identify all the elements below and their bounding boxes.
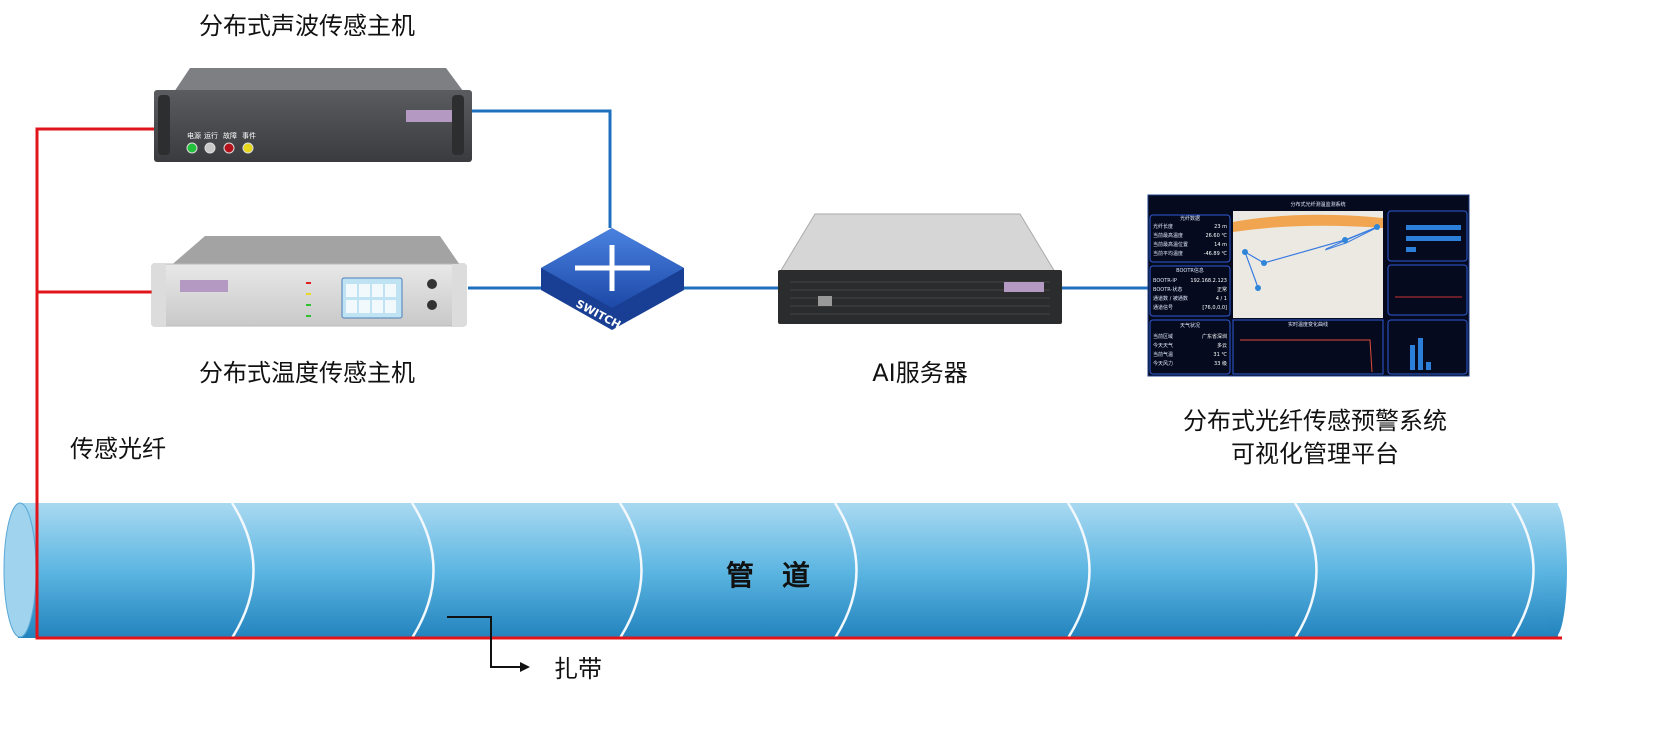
acoustic-sensing-host [154,68,472,162]
cable-tie-label: 扎带 [554,655,602,683]
svg-text:23 m: 23 m [1214,224,1227,230]
svg-text:[76,0,0,0]: [76,0,0,0] [1202,305,1227,311]
svg-text:当前气温: 当前气温 [1153,351,1173,358]
platform-label-line1: 分布式光纤传感预警系统 [1183,407,1447,435]
brand-logo [180,280,228,292]
svg-text:BOOTR信息: BOOTR信息 [1176,267,1204,274]
ai-server [778,213,1062,324]
map-marker-icon [1242,224,1380,291]
svg-text:正常: 正常 [1217,286,1227,293]
power-led-icon [186,142,198,154]
led-label: 电源 [187,131,201,140]
svg-text:光纤长度: 光纤长度 [1153,223,1173,230]
svg-text:4 / 1: 4 / 1 [1216,296,1227,302]
svg-text:当前最高温位置: 当前最高温位置 [1153,241,1188,248]
dashboard-title: 分布式光纤测温监测系统 [1290,201,1345,208]
svg-text:多云: 多云 [1217,342,1227,349]
network-lines [468,109,1150,290]
platform-label-line2: 可视化管理平台 [1231,440,1399,468]
svg-text:-46.89 ℃: -46.89 ℃ [1204,251,1228,257]
svg-text:天气状况: 天气状况 [1180,322,1200,329]
svg-text:当前平均温度: 当前平均温度 [1153,250,1183,257]
sensing-fiber-label: 传感光纤 [70,435,166,463]
svg-text:今天天气: 今天天气 [1153,342,1173,349]
svg-text:192.168.2.123: 192.168.2.123 [1190,278,1227,284]
svg-text:光纤数据: 光纤数据 [1180,215,1200,222]
pipeline-label: 管 道 [726,559,810,592]
cable-tie-pointer [447,616,530,672]
temperature-sensing-host [151,236,467,327]
svg-text:14 m: 14 m [1214,242,1227,248]
reset-button-icon [427,279,437,289]
event-led-icon [242,142,254,154]
switch-arrows-icon [575,245,650,291]
fault-led-icon [223,142,235,154]
svg-text:33 级: 33 级 [1214,360,1227,367]
acoustic-host-indicators: 电源 运行 故障 事件 [186,131,256,154]
svg-text:26.60 ℃: 26.60 ℃ [1205,233,1227,239]
svg-text:BOOTR-IP: BOOTR-IP [1153,278,1177,284]
svg-text:通道信号: 通道信号 [1153,304,1173,311]
sensing-fiber-line [35,127,1562,640]
run-led-icon [204,142,216,154]
svg-text:当前区域: 当前区域 [1153,333,1173,340]
temperature-host-label: 分布式温度传感主机 [199,359,415,387]
svg-text:通道数 / 被通数: 通道数 / 被通数 [1153,295,1188,302]
led-label: 事件 [242,131,256,140]
ai-server-label: AI服务器 [872,359,968,387]
svg-text:实时温度变化曲线: 实时温度变化曲线 [1288,321,1328,328]
pipeline: 管 道 [3,502,1567,639]
acoustic-host-label: 分布式声波传感主机 [199,12,415,40]
usb-port-icon [818,296,832,306]
led-label: 运行 [204,131,218,140]
svg-text:广东省深圳: 广东省深圳 [1202,333,1227,340]
network-switch: SWITCH [541,228,684,332]
svg-text:BOOTR-状态: BOOTR-状态 [1153,286,1182,293]
svg-text:当前最高温度: 当前最高温度 [1153,232,1183,239]
brand-logo [406,110,452,122]
arrow-right-icon [520,662,530,672]
svg-text:今天风力: 今天风力 [1153,360,1173,367]
led-label: 故障 [223,131,237,140]
brand-logo [1004,282,1044,292]
svg-text:31 ℃: 31 ℃ [1213,352,1227,358]
power-switch-icon [427,300,437,310]
pipe-segment-joints [230,502,1535,639]
